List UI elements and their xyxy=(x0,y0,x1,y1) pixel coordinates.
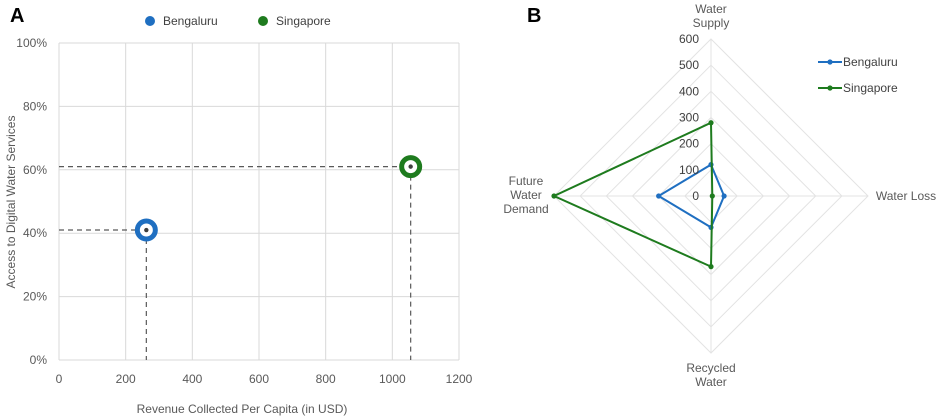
radial-tick-label: 200 xyxy=(679,137,699,151)
data-point-center xyxy=(408,164,413,169)
legend-marker xyxy=(827,85,833,91)
radial-tick-label: 100 xyxy=(679,163,699,177)
radar-series-point xyxy=(709,193,715,199)
x-tick-label: 600 xyxy=(249,372,269,386)
x-tick-label: 400 xyxy=(182,372,202,386)
radar-axis-label-line: Demand xyxy=(503,202,548,216)
panel-a-grid xyxy=(58,42,460,361)
radar-axis-label-line: Supply xyxy=(693,16,730,30)
radar-axis-label-line: Water Loss xyxy=(876,189,936,203)
radar-series-point xyxy=(551,193,557,199)
y-tick-label: 20% xyxy=(23,290,47,304)
radial-tick-label: 400 xyxy=(679,84,699,98)
x-tick-label: 800 xyxy=(316,372,336,386)
radial-tick-label: 0 xyxy=(692,189,699,203)
panel-a-y-axis-title: Access to Digital Water Services xyxy=(4,116,18,289)
panel-a-guide-lines xyxy=(59,166,412,360)
radar-axis-label-line: Recycled xyxy=(686,361,735,375)
legend-label: Bengaluru xyxy=(843,55,898,69)
y-tick-label: 60% xyxy=(23,163,47,177)
legend-marker xyxy=(827,59,833,65)
radar-axis-label-line: Water xyxy=(695,2,727,16)
legend-label: Singapore xyxy=(843,81,898,95)
panel-a-legend: Bengaluru Singapore xyxy=(145,14,331,28)
y-tick-label: 0% xyxy=(30,353,48,367)
legend-label: Bengaluru xyxy=(163,14,218,28)
legend-marker xyxy=(145,16,155,26)
x-tick-label: 200 xyxy=(116,372,136,386)
panel-b-label: B xyxy=(527,5,541,27)
legend-marker xyxy=(258,16,268,26)
radar-axis-label-line: Water xyxy=(510,188,542,202)
panel-a-x-axis-title: Revenue Collected Per Capita (in USD) xyxy=(137,402,348,416)
y-tick-label: 40% xyxy=(23,226,47,240)
radar-axis-label-line: Future xyxy=(509,174,544,188)
radial-tick-label: 300 xyxy=(679,111,699,125)
y-tick-label: 80% xyxy=(23,99,47,113)
panel-a-scatter: 0 200 400 600 800 1000 1200 0% 20% 40% 60% 80% 100%… xyxy=(4,14,473,416)
radar-series-point xyxy=(708,120,714,126)
panel-a-points xyxy=(134,155,423,242)
x-tick-label: 1000 xyxy=(379,372,406,386)
radar-series-point xyxy=(656,193,662,199)
panel-a-label: A xyxy=(10,5,24,27)
radar-series-point xyxy=(708,264,714,270)
radial-tick-label: 600 xyxy=(679,32,699,46)
x-tick-label: 0 xyxy=(56,372,63,386)
panel-b-radial-ticks: 0 100 200 300 400 500 600 xyxy=(679,32,699,203)
radar-series-point xyxy=(721,193,727,199)
panel-b-series xyxy=(551,120,727,270)
legend-label: Singapore xyxy=(276,14,331,28)
panel-a-x-ticks: 0 200 400 600 800 1000 1200 xyxy=(56,372,473,386)
data-point-center xyxy=(144,227,149,233)
radial-tick-label: 500 xyxy=(679,58,699,72)
x-tick-label: 1200 xyxy=(446,372,473,386)
y-tick-label: 100% xyxy=(16,36,47,50)
panel-a-y-ticks: 0% 20% 40% 60% 80% 100% xyxy=(16,36,47,367)
radar-axis-label-line: Water xyxy=(695,375,727,389)
